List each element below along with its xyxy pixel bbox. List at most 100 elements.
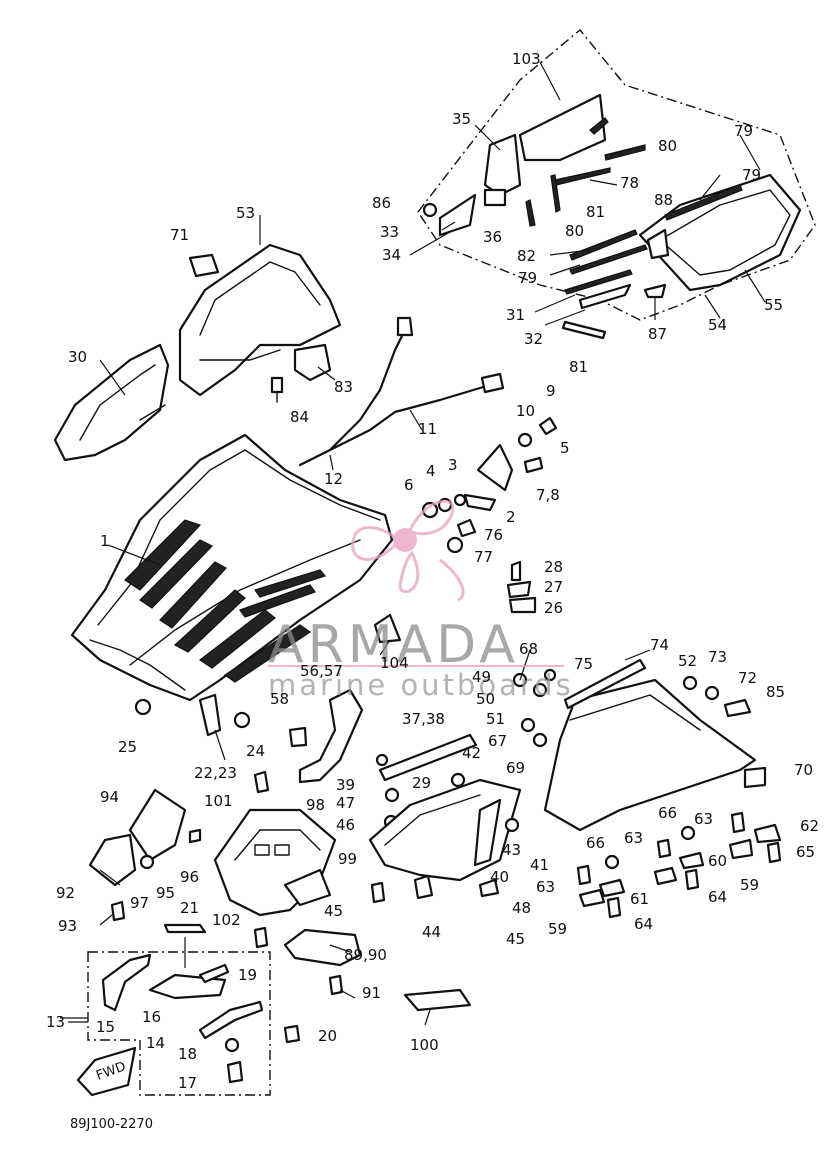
dash-panel xyxy=(178,243,342,403)
part-label: 15 xyxy=(96,1018,115,1036)
part-label: 80 xyxy=(658,137,677,155)
part-label: 101 xyxy=(204,792,233,810)
part-labels: 103 35 80 79 79 86 78 88 33 36 81 34 80 … xyxy=(46,50,819,1092)
part-label: 17 xyxy=(178,1074,197,1092)
part-label: 14 xyxy=(146,1034,165,1052)
hood-side-cover xyxy=(53,343,170,462)
part-label: 64 xyxy=(708,888,727,906)
seat-pad xyxy=(283,928,472,1012)
part-label: 95 xyxy=(156,884,175,902)
part-label: 70 xyxy=(794,761,813,779)
part-label: 96 xyxy=(180,868,199,886)
part-label: 45 xyxy=(324,902,343,920)
leader-lines xyxy=(60,61,766,1026)
part-label: 85 xyxy=(766,683,785,701)
part-label: 40 xyxy=(490,868,509,886)
part-label: 69 xyxy=(506,759,525,777)
part-label: 39 xyxy=(336,776,355,794)
part-label: 81 xyxy=(586,203,605,221)
part-label: 45 xyxy=(506,930,525,948)
part-label: 83 xyxy=(334,378,353,396)
part-label: 28 xyxy=(544,558,563,576)
part-label: 18 xyxy=(178,1045,197,1063)
part-label: 19 xyxy=(238,966,257,984)
lower-right-hardware xyxy=(576,811,782,919)
brackets-middle xyxy=(288,613,478,830)
part-label: 93 xyxy=(58,917,77,935)
part-label: 20 xyxy=(318,1027,337,1045)
part-label: 58 xyxy=(270,690,289,708)
part-label: 22,23 xyxy=(194,764,237,782)
part-label: 87 xyxy=(648,325,667,343)
part-label: 21 xyxy=(180,899,199,917)
figure-code: 89J100-2270 xyxy=(70,1117,153,1132)
part-label: 53 xyxy=(236,204,255,222)
part-label: 6 xyxy=(404,476,414,494)
wire-harness xyxy=(298,316,505,467)
part-label: 91 xyxy=(362,984,381,1002)
part-label: 11 xyxy=(418,420,437,438)
part-label: 12 xyxy=(324,470,343,488)
part-label: 25 xyxy=(118,738,137,756)
part-label: 81 xyxy=(569,358,588,376)
part-label: 88 xyxy=(654,191,673,209)
part-label: 42 xyxy=(462,744,481,762)
part-label: 30 xyxy=(68,348,87,366)
part-label: 82 xyxy=(517,247,536,265)
part-label: 63 xyxy=(694,810,713,828)
part-label: 61 xyxy=(630,890,649,908)
part-label: 3 xyxy=(448,456,458,474)
part-label: 49 xyxy=(472,668,491,686)
part-label: 27 xyxy=(544,578,563,596)
bracket-assembly xyxy=(87,923,301,1096)
watermark-tagline: marine outboards xyxy=(268,668,574,702)
part-label: 16 xyxy=(142,1008,161,1026)
part-label: 56,57 xyxy=(300,662,343,680)
part-label: 86 xyxy=(372,194,391,212)
part-label: 47 xyxy=(336,794,355,812)
part-label: 26 xyxy=(544,599,563,617)
part-label: 5 xyxy=(560,439,570,457)
windshield-assembly xyxy=(417,29,816,340)
part-label: 44 xyxy=(422,923,441,941)
part-label: 76 xyxy=(484,526,503,544)
part-label: 46 xyxy=(336,816,355,834)
part-label: 59 xyxy=(740,876,759,894)
part-label: 103 xyxy=(512,50,541,68)
part-label: 59 xyxy=(548,920,567,938)
part-label: 31 xyxy=(506,306,525,324)
part-label: 67 xyxy=(488,732,507,750)
part-label: 97 xyxy=(130,894,149,912)
part-label: 98 xyxy=(306,796,325,814)
part-label: 48 xyxy=(512,899,531,917)
part-label: 37,38 xyxy=(402,710,445,728)
part-label: 32 xyxy=(524,330,543,348)
part-label: 63 xyxy=(536,878,555,896)
part-label: 54 xyxy=(708,316,727,334)
part-label: 104 xyxy=(380,654,409,672)
side-panel xyxy=(543,658,767,832)
armada-watermark: ARMADA marine outboards xyxy=(268,499,574,702)
part-label: 68 xyxy=(519,640,538,658)
part-label: 50 xyxy=(476,690,495,708)
part-label: 79 xyxy=(742,166,761,184)
part-label: 73 xyxy=(708,648,727,666)
part-label: 4 xyxy=(426,462,436,480)
part-label: 1 xyxy=(100,532,110,550)
part-label: 89,90 xyxy=(344,946,387,964)
part-label: 33 xyxy=(380,223,399,241)
part-label: 75 xyxy=(574,655,593,673)
part-label: 66 xyxy=(658,804,677,822)
part-label: 78 xyxy=(620,174,639,192)
part-label: 24 xyxy=(246,742,265,760)
part-label: 55 xyxy=(764,296,783,314)
part-label: 77 xyxy=(474,548,493,566)
fasteners xyxy=(134,668,557,904)
part-label: 63 xyxy=(624,829,643,847)
part-label: 74 xyxy=(650,636,669,654)
part-label: 35 xyxy=(452,110,471,128)
part-label: 94 xyxy=(100,788,119,806)
part-label: 7,8 xyxy=(536,486,560,504)
center-console xyxy=(213,808,337,917)
part-label: 84 xyxy=(290,408,309,426)
